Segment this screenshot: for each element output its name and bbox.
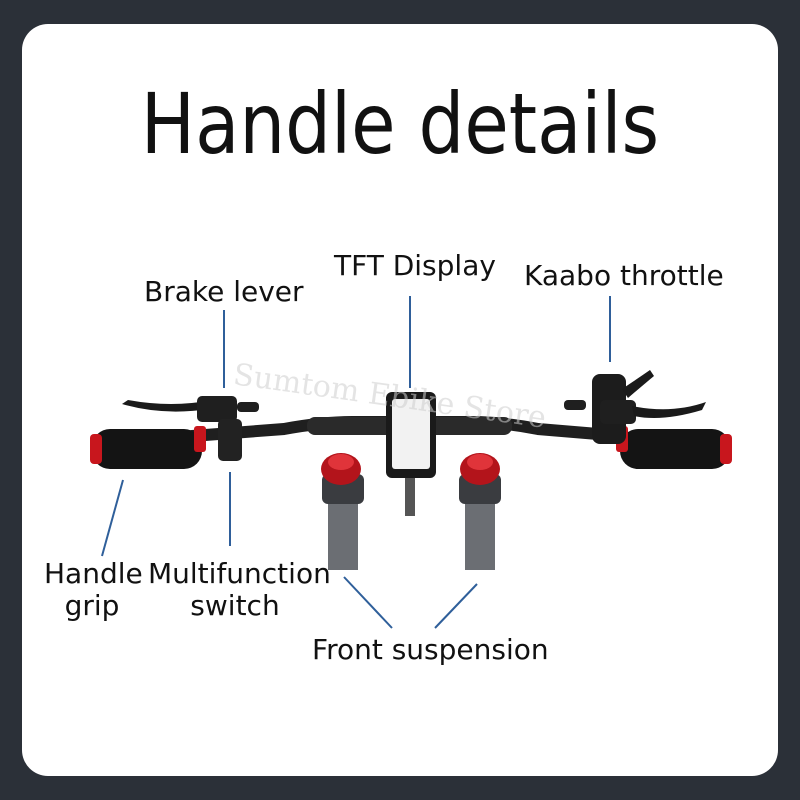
left-grip-ring [194, 426, 206, 452]
left-fork-tube [328, 494, 358, 570]
multifunction-switch-body [218, 419, 242, 461]
label-handle-grip-line1: Handle [44, 557, 143, 590]
right-fork-tube [465, 494, 495, 570]
left-grip [92, 429, 202, 469]
callout-handle-grip [101, 479, 124, 557]
label-multifunction-line2: switch [190, 589, 280, 622]
page-title: Handle details [140, 75, 660, 173]
left-brake-housing [197, 396, 237, 422]
label-brake-lever: Brake lever [144, 275, 304, 308]
right-brake-lever [632, 402, 706, 418]
left-mirror-mount [237, 402, 259, 412]
left-grip-end [90, 434, 102, 464]
label-kaabo-throttle: Kaabo throttle [524, 259, 724, 292]
callout-suspension-left [343, 576, 393, 629]
right-mirror-mount [564, 400, 586, 410]
left-brake-lever [122, 400, 212, 412]
display-stem [405, 478, 415, 516]
callout-suspension-right [434, 583, 478, 629]
throttle-trigger [622, 370, 654, 398]
callout-lines [101, 296, 611, 629]
right-suspension-cap-top [467, 454, 493, 470]
label-handle-grip: Handle grip [44, 557, 143, 622]
label-tft-display: TFT Display [334, 249, 496, 282]
label-front-suspension: Front suspension [312, 633, 549, 666]
right-brake-housing [600, 400, 636, 424]
label-handle-grip-line2: grip [64, 589, 120, 622]
tft-display-screen [392, 399, 430, 469]
right-grip [620, 429, 730, 469]
left-suspension-cap-top [328, 454, 354, 470]
card: Handle details [22, 24, 778, 776]
label-multifunction-line1: Multifunction [148, 557, 331, 590]
handlebar-illustration [90, 296, 732, 629]
label-multifunction-switch: Multifunction switch [148, 557, 331, 622]
right-grip-end [720, 434, 732, 464]
